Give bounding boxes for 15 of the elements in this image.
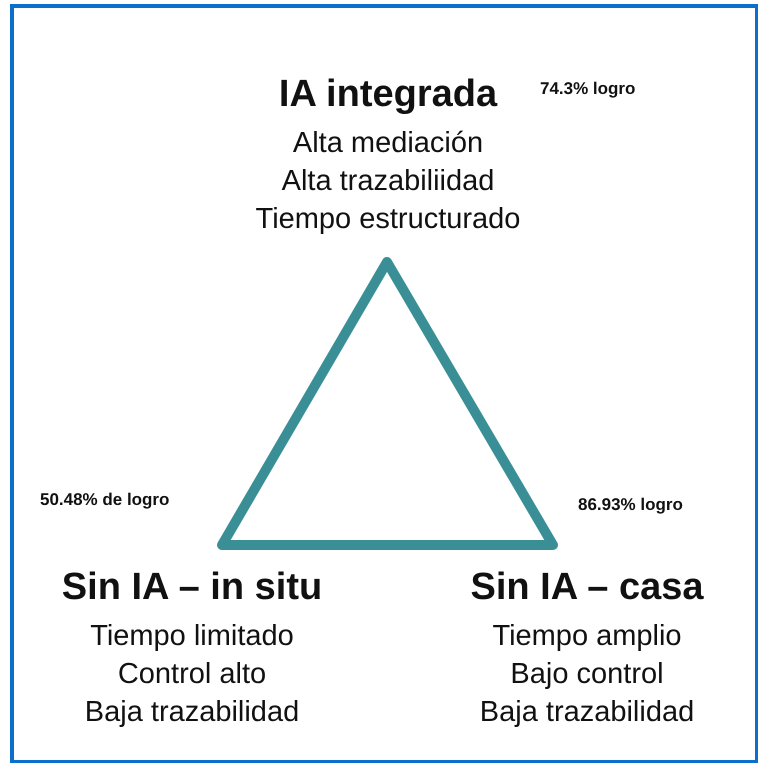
node-heading: IA integrada — [278, 72, 498, 116]
node-text: Tiempo estructurado — [256, 202, 520, 237]
node-text: Alta trazabiliidad — [282, 164, 494, 199]
percentage-label: 50.48% de logro — [40, 490, 170, 510]
node-heading: Sin IA – in situ — [62, 565, 322, 609]
node-text: Baja trazabilidad — [480, 695, 694, 730]
percentage-label: 74.3% logro — [540, 79, 636, 99]
percentage-label: 86.93% logro — [578, 495, 683, 515]
node-text: Bajo control — [510, 657, 664, 692]
node-text: Baja trazabilidad — [84, 695, 300, 730]
node-text: Tiempo amplio — [492, 619, 682, 654]
node-heading: Sin IA – casa — [470, 565, 704, 609]
node-text: Alta mediación — [292, 126, 484, 161]
node-text: Control alto — [118, 657, 266, 692]
node-text: Tiempo limitado — [90, 619, 294, 654]
